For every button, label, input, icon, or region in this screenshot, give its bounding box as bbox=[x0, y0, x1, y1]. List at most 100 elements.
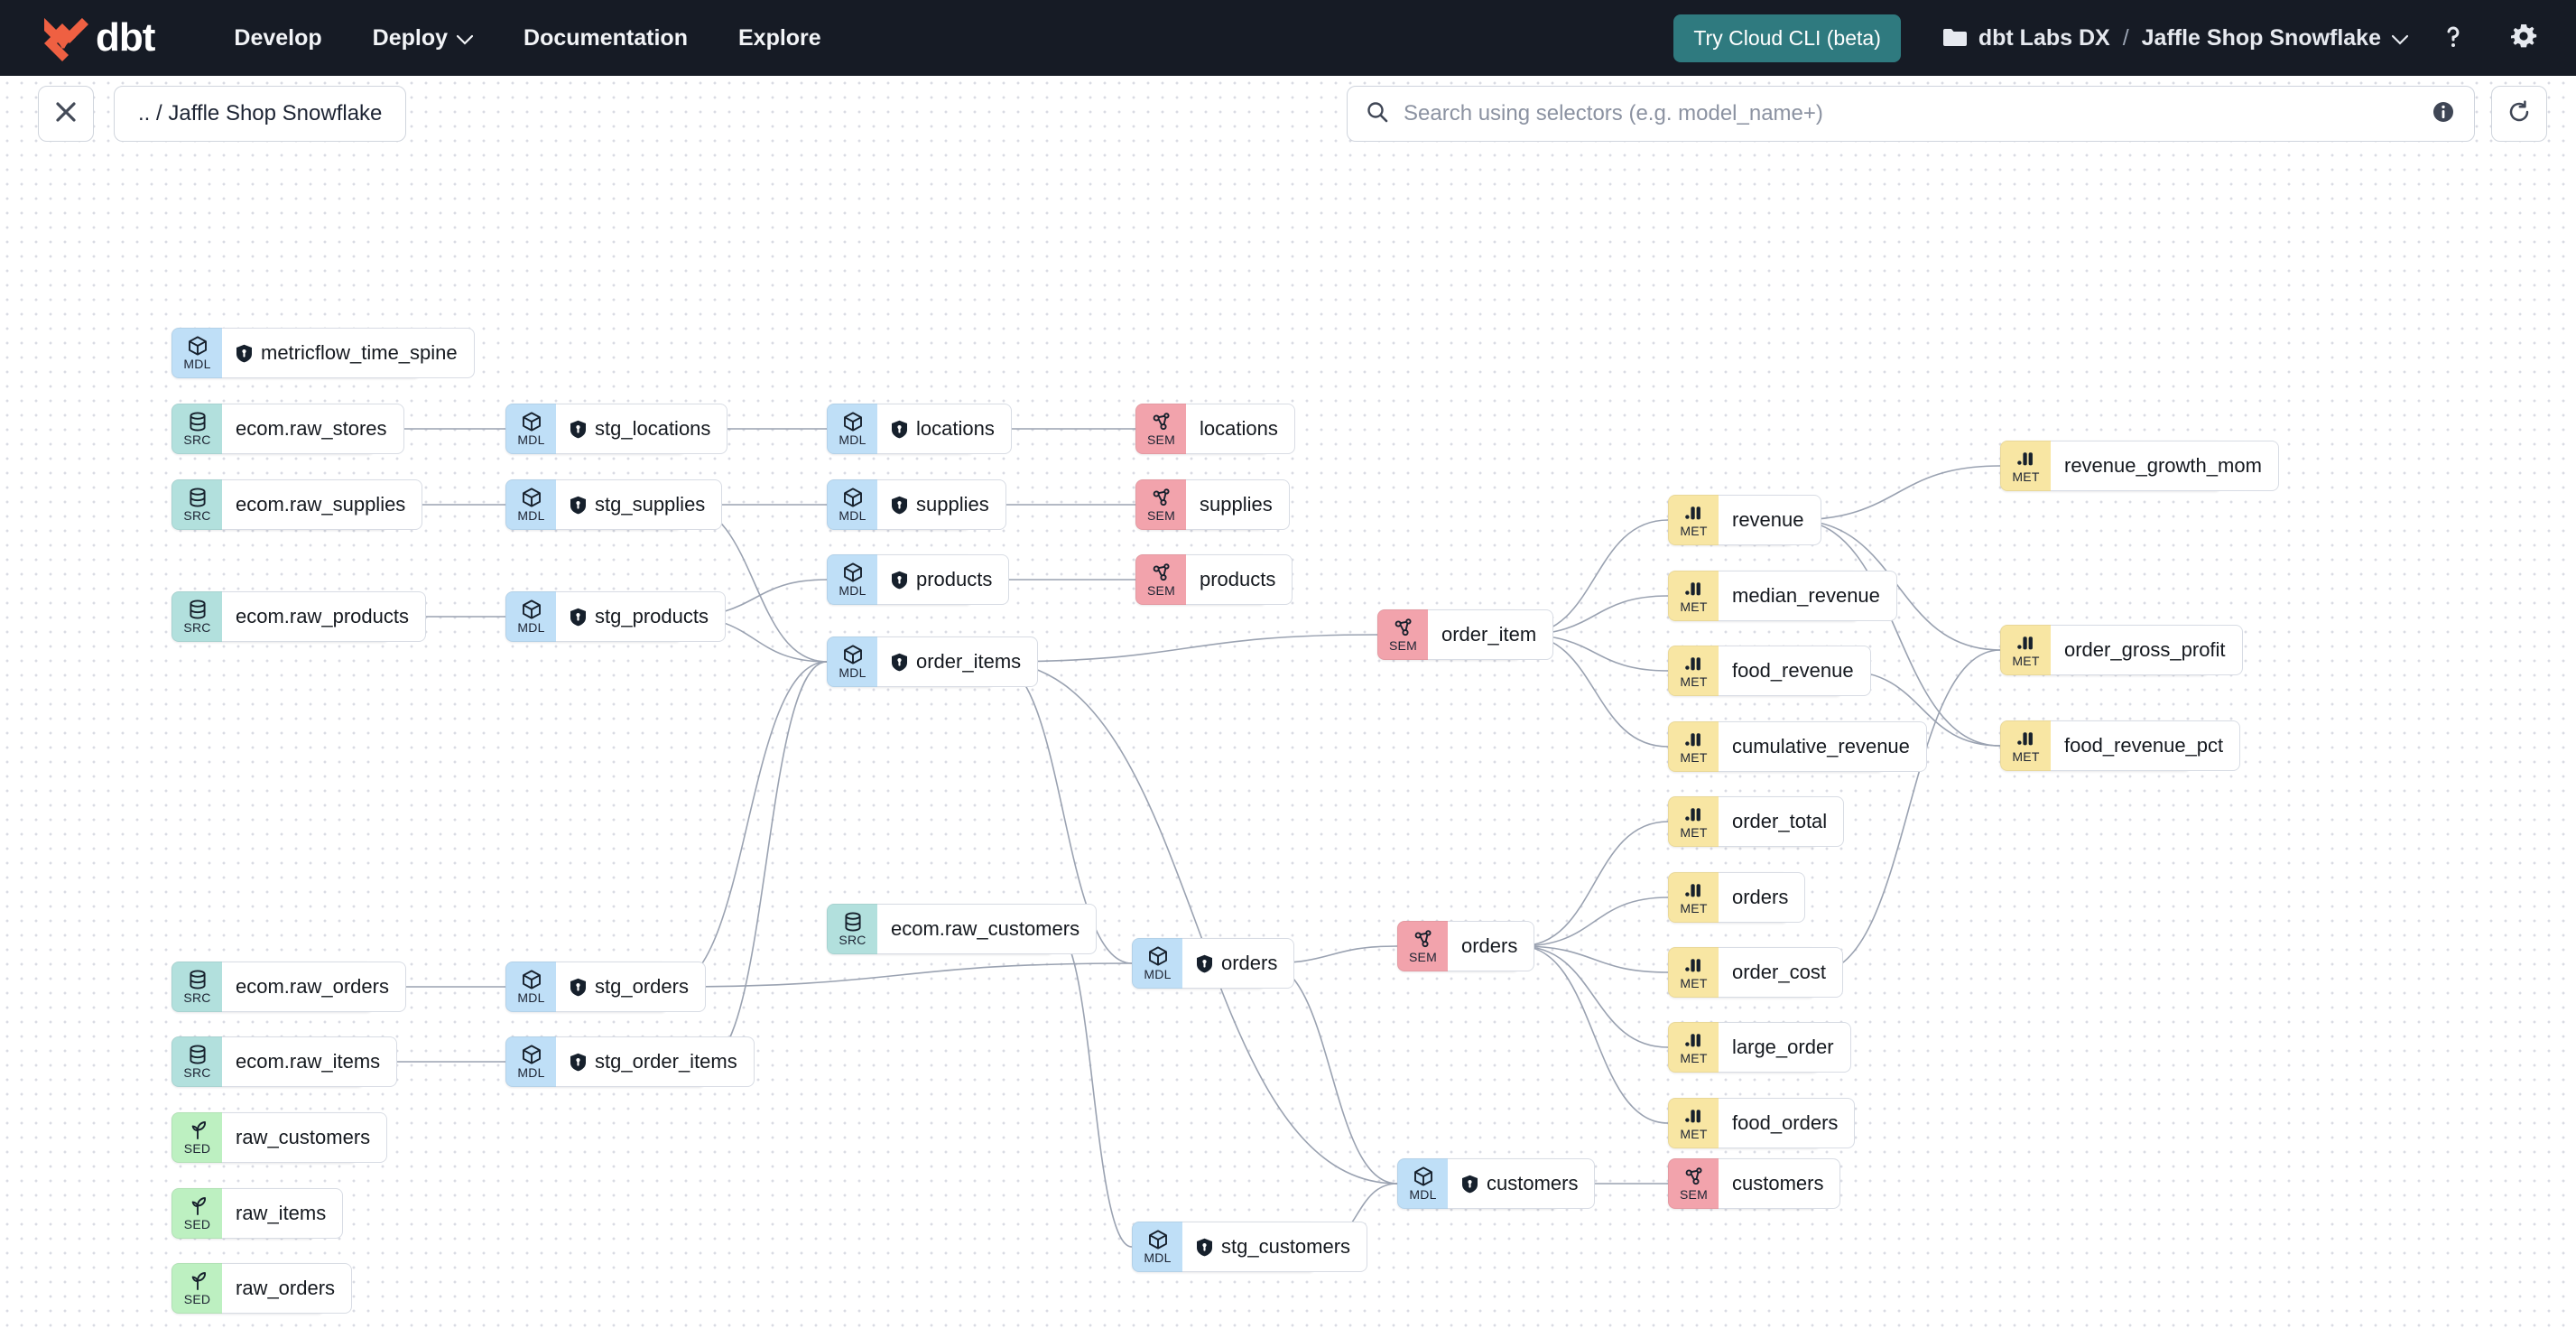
node-label: large_order bbox=[1732, 1036, 1834, 1058]
graph-breadcrumb[interactable]: .. / Jaffle Shop Snowflake bbox=[114, 86, 407, 142]
graph-node-met_order_total[interactable]: MET order_total bbox=[1668, 796, 1845, 847]
project-selector[interactable]: Jaffle Shop Snowflake bbox=[2141, 24, 2409, 51]
mdl-type-badge: MDL bbox=[827, 479, 877, 530]
node-type-label: SEM bbox=[1147, 583, 1175, 598]
node-body: ecom.raw_stores bbox=[222, 404, 404, 454]
edge-stg_orders-to-mdl_orders bbox=[667, 962, 1133, 988]
mdl-icon bbox=[842, 412, 864, 432]
shield-lock-icon bbox=[570, 496, 587, 515]
account-name[interactable]: dbt Labs DX bbox=[1978, 24, 2110, 51]
node-body: stg_customers bbox=[1182, 1222, 1368, 1272]
shield-lock-icon bbox=[891, 571, 908, 590]
src-type-badge: SRC bbox=[171, 479, 222, 530]
node-label: cumulative_revenue bbox=[1732, 735, 1910, 757]
src-type-badge: SRC bbox=[827, 904, 877, 954]
sem-type-badge: SEM bbox=[1135, 554, 1186, 605]
project-name: Jaffle Shop Snowflake bbox=[2141, 24, 2381, 51]
nav-link-documentation[interactable]: Documentation bbox=[498, 25, 713, 51]
node-label: food_revenue bbox=[1732, 659, 1854, 682]
met-icon bbox=[1683, 880, 1705, 900]
search-input[interactable] bbox=[1404, 101, 2416, 126]
node-type-label: MDL bbox=[183, 357, 211, 371]
node-type-label: MET bbox=[2012, 469, 2040, 484]
node-body: order_total bbox=[1719, 796, 1845, 847]
node-label: orders bbox=[1221, 952, 1278, 974]
src-type-badge: SRC bbox=[171, 591, 222, 642]
shield-lock-icon bbox=[1196, 1238, 1213, 1257]
close-button[interactable] bbox=[38, 86, 94, 142]
graph-node-mdl_orders[interactable]: MDL orders bbox=[1132, 938, 1295, 989]
nav-link-deploy[interactable]: Deploy bbox=[347, 25, 498, 51]
dbt-logo-icon bbox=[38, 14, 88, 61]
node-body: stg_products bbox=[556, 591, 726, 642]
nav-link-explore[interactable]: Explore bbox=[713, 25, 847, 51]
edge-stg_order_items-to-mdl_order_items bbox=[705, 661, 828, 1063]
help-button[interactable] bbox=[2428, 13, 2479, 63]
met-type-badge: MET bbox=[1668, 721, 1719, 772]
mdl-icon bbox=[842, 645, 864, 664]
mdl-icon bbox=[842, 562, 864, 582]
refresh-button[interactable] bbox=[2491, 86, 2547, 142]
node-label: customers bbox=[1732, 1172, 1824, 1194]
dbt-logo[interactable]: dbt bbox=[38, 14, 155, 61]
info-circle-icon[interactable] bbox=[2431, 99, 2456, 129]
node-label: metricflow_time_spine bbox=[261, 341, 458, 364]
selector-search-box[interactable] bbox=[1347, 86, 2475, 142]
nav-link-explore-label: Explore bbox=[737, 24, 821, 51]
graph-node-metricflow_time_spine[interactable]: MDL metricflow_time_spine bbox=[171, 328, 475, 378]
settings-button[interactable] bbox=[2498, 13, 2549, 63]
src-icon bbox=[187, 599, 208, 619]
graph-node-met_cumulative_revenue[interactable]: MET cumulative_revenue bbox=[1668, 721, 1927, 772]
node-type-label: MDL bbox=[1144, 967, 1172, 981]
nav-link-develop[interactable]: Develop bbox=[208, 25, 347, 51]
try-cloud-cli-button[interactable]: Try Cloud CLI (beta) bbox=[1673, 14, 1901, 62]
met-type-badge: MET bbox=[2000, 720, 2051, 771]
sem-icon bbox=[1151, 412, 1172, 432]
close-icon bbox=[54, 100, 78, 128]
node-label: stg_products bbox=[595, 605, 709, 627]
node-type-label: SEM bbox=[1147, 508, 1175, 523]
sem-icon bbox=[1683, 1166, 1705, 1186]
sem-type-badge: SEM bbox=[1377, 609, 1428, 660]
sed-icon bbox=[187, 1271, 208, 1291]
node-type-label: MET bbox=[1680, 825, 1708, 840]
chevron-down-icon bbox=[2391, 25, 2409, 51]
